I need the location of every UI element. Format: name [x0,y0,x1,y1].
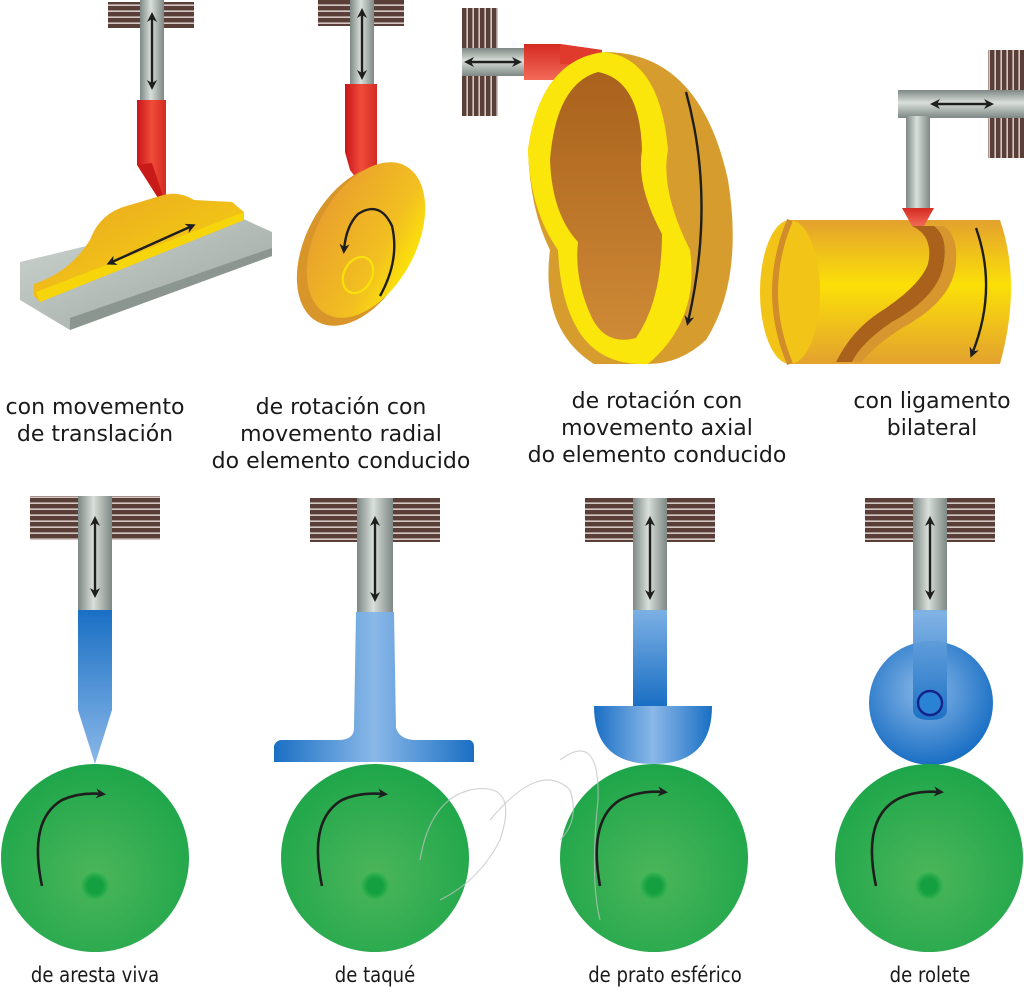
flat-faced-tip [274,612,474,762]
spherical-faced-follower-illustration [560,498,748,952]
follower-rod-vertical [906,116,930,208]
horizontal-motion-arrow-icon [106,223,196,265]
roller-follower-illustration [835,498,1023,952]
red-tip [137,100,166,198]
rotation-arrow-icon [36,788,106,887]
drum-end-face [760,220,820,364]
radial-disc-cam-illustration [296,0,426,326]
red-tip [345,84,377,194]
knife-edge-tip [78,610,112,764]
rotation-arrow-icon [316,788,388,887]
rotation-arrow-icon [595,786,668,887]
cam-label-bilateral: con ligamento bilateral [853,389,1011,441]
follower-label-flat-faced: de taqué [334,963,416,987]
spherical-tip-cap [594,706,712,764]
knife-edge-follower-illustration [1,496,189,952]
disc-cam-face [306,162,426,318]
follower-label-knife-edge: de aresta viva [30,963,160,987]
drum-groove [836,226,945,362]
spherical-tip-stem [633,610,667,706]
cam-hub [81,872,109,900]
rotation-arrow-icon [339,207,396,297]
base-plate [20,212,272,330]
rotation-arrow-icon [684,91,703,326]
rotation-arrow-icon [870,786,944,887]
roller-pin [916,689,944,717]
bilateral-drum-cam-illustration [760,50,1024,366]
flat-faced-follower-illustration [274,498,474,952]
cam-label-radial: de rotación con movemento radial do elem… [211,395,471,474]
rotation-arrow-icon [969,227,988,358]
translation-cam-illustration [20,0,272,330]
watermark-flourish [419,750,601,921]
cam-label-axial: de rotación con movemento axial do eleme… [527,389,787,468]
cam-label-translation: con movemento de translación [5,395,185,447]
red-tip [902,208,934,226]
cam-hub [640,872,668,900]
green-cam-disc [1,764,189,952]
follower-label-spherical: de prato esférico [588,963,742,987]
drum-groove [550,72,662,340]
shaft-hole [341,255,375,295]
roller-fork [913,610,947,720]
axial-face-cam-illustration [462,8,733,365]
cam-hub [915,872,943,900]
green-cam-disc [281,764,469,952]
cam-hub [361,872,389,900]
follower-label-roller: de rolete [889,963,971,987]
